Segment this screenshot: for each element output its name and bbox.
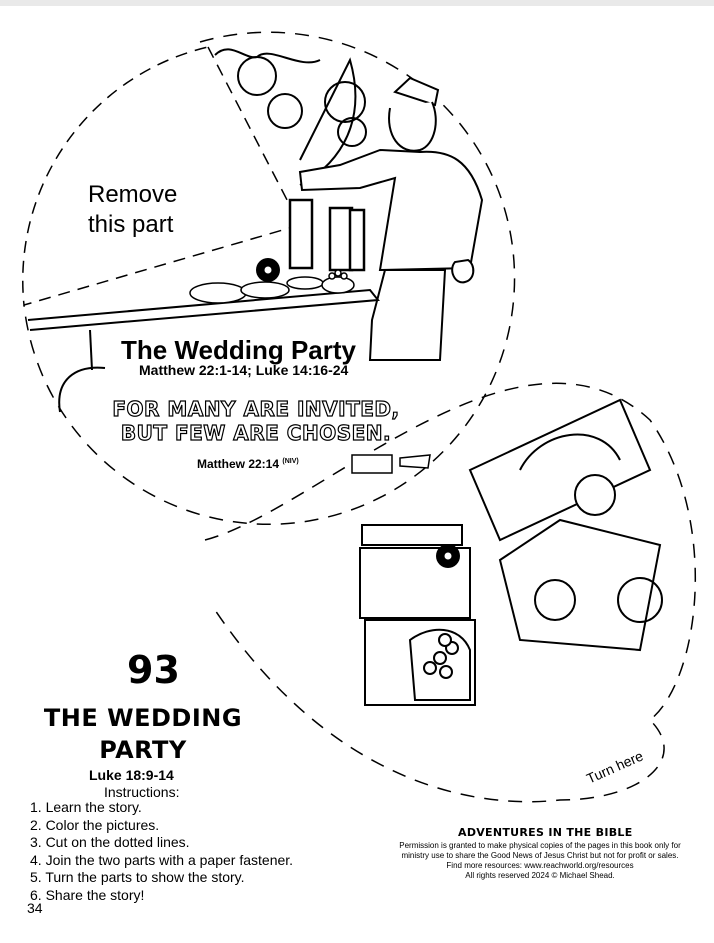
instruction-step: 1. Learn the story. — [30, 799, 142, 815]
wheel-scripture-reference: Matthew 22:1-14; Luke 14:16-24 — [139, 362, 349, 378]
fastener-hole-icon — [436, 544, 460, 568]
table-food — [189, 269, 355, 304]
verse-reference: Matthew 22:14 (NIV) — [197, 457, 299, 471]
permission-notice: Permission is granted to make physical c… — [395, 841, 685, 881]
curtain — [299, 57, 357, 186]
brand-name: Adventures in the Bible — [458, 826, 633, 839]
fastener-hole-icon — [256, 258, 280, 282]
rights-text: All rights reserved 2024 © Michael Shead… — [465, 871, 615, 880]
instructions-heading: Instructions: — [104, 784, 180, 800]
lesson-title: The Wedding Party — [43, 704, 243, 764]
instruction-step: 3. Cut on the dotted lines. — [30, 834, 190, 851]
wine-jars — [351, 454, 431, 474]
instruction-step: 4. Join the two parts with a paper faste… — [30, 851, 294, 868]
instruction-step: 5. Turn the parts to show the story. — [30, 869, 245, 886]
balloons — [214, 48, 367, 147]
page-top-bar — [0, 0, 714, 6]
instructions-list: 1. Learn the story. 2. Color the picture… — [30, 799, 293, 905]
lesson-reference: Luke 18:9-14 — [89, 767, 174, 783]
verse-reference-text: Matthew 22:14 — [197, 457, 280, 471]
page-number: 34 — [27, 900, 43, 916]
instruction-step: 6. Share the story! — [30, 886, 145, 903]
remove-wedge-cut-line — [22, 46, 302, 306]
permission-text: Permission is granted to make physical c… — [399, 841, 681, 870]
guests-scene — [359, 398, 663, 706]
remove-part-label: Remove this part — [88, 181, 178, 238]
top-wheel-cut-line — [23, 31, 516, 525]
verse-version: (NIV) — [282, 458, 299, 465]
lesson-number: 93 — [127, 648, 180, 692]
servant-figure — [298, 76, 484, 361]
banquet-table — [27, 288, 380, 413]
memory-verse: For many are invited, but few are chosen… — [112, 396, 400, 445]
chairs — [288, 198, 366, 272]
wheel-title: The Wedding Party — [121, 335, 356, 365]
instruction-step: 2. Color the pictures. — [30, 816, 160, 833]
bottom-wheel-cut-line — [204, 382, 697, 803]
